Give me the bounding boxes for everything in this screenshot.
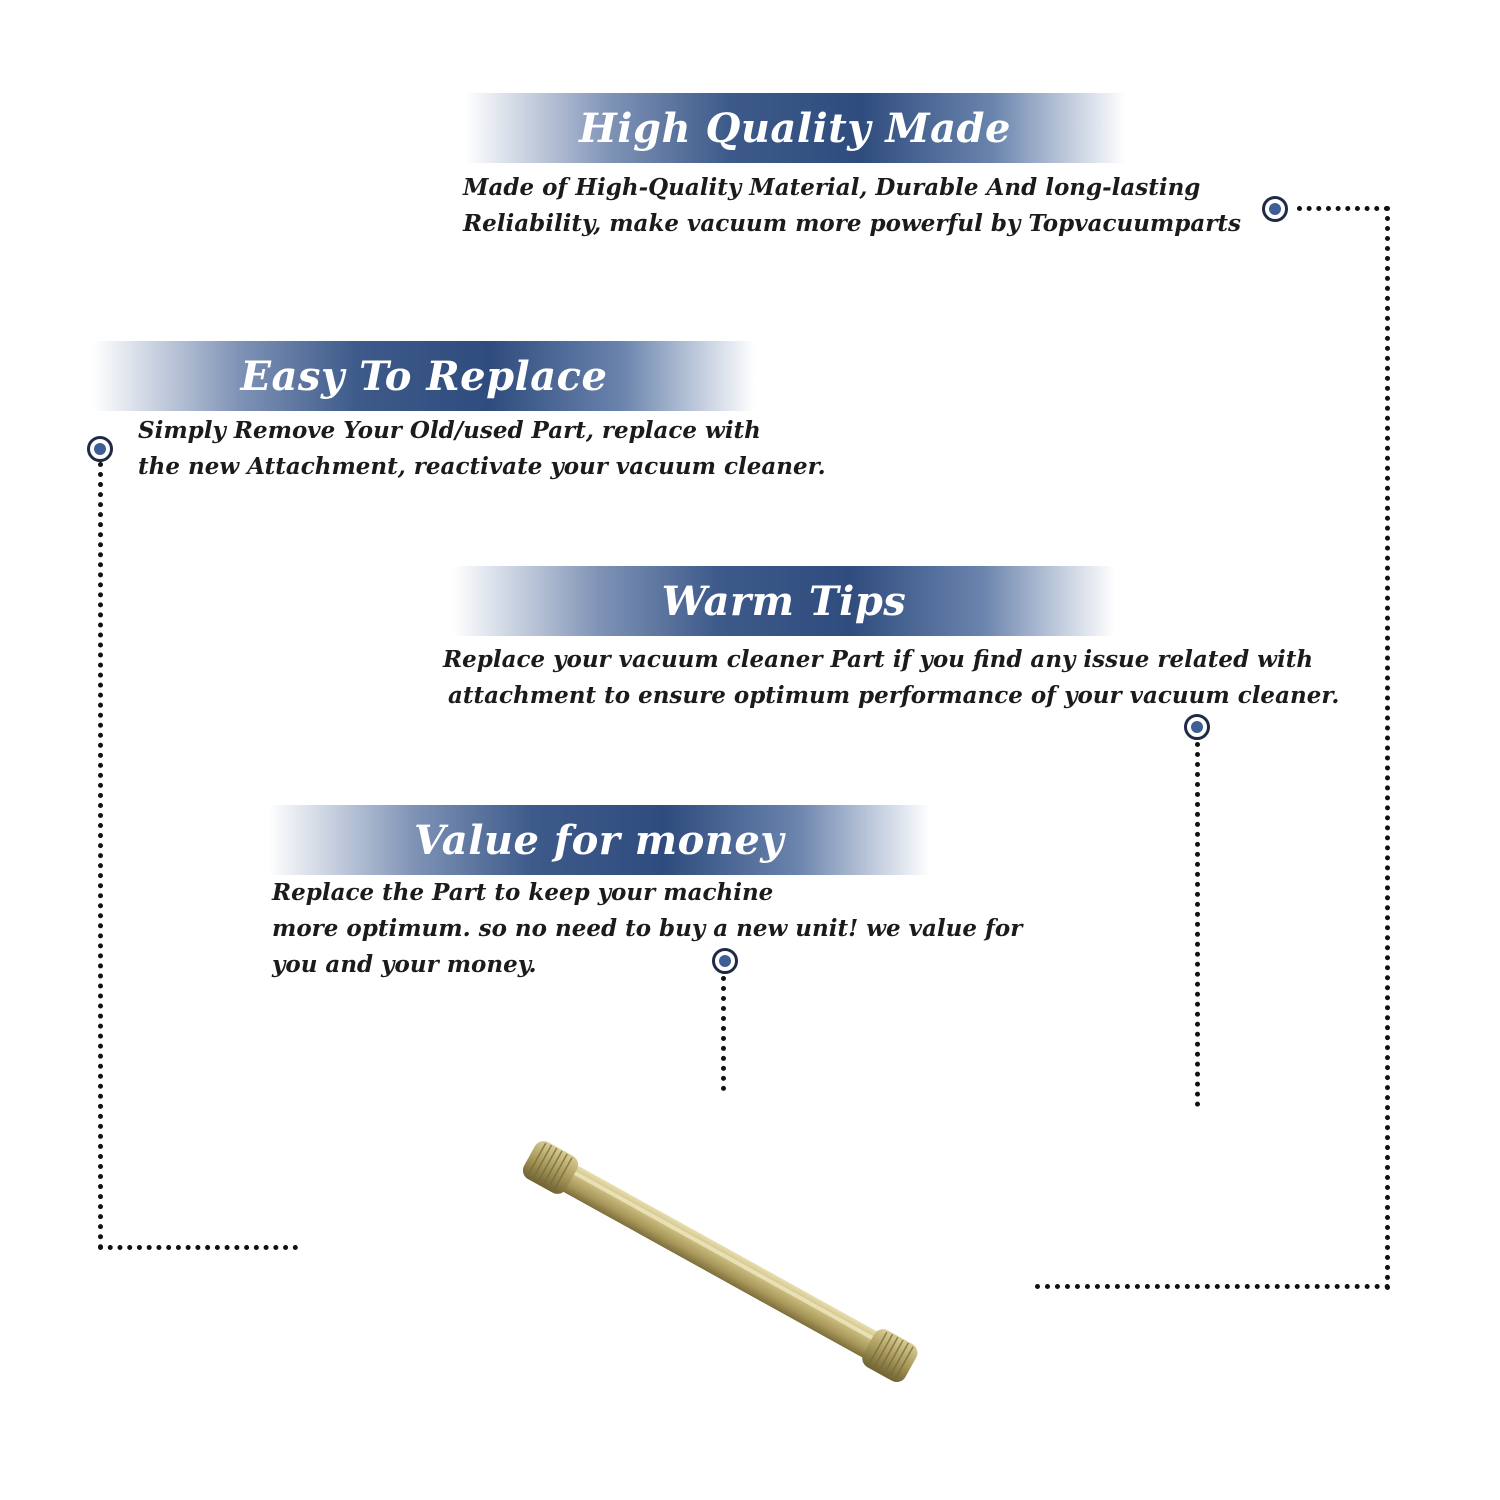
banner-value-for-money: Value for money: [268, 805, 930, 875]
description-line: Replace your vacuum cleaner Part if you …: [443, 646, 1314, 673]
target-dot-icon: [1184, 714, 1210, 740]
description-line: attachment to ensure optimum performance…: [448, 682, 1340, 709]
section-title: Warm Tips: [661, 577, 907, 625]
banner-warm-tips: Warm Tips: [453, 566, 1115, 636]
target-dot-icon: [712, 948, 738, 974]
section-title: Value for money: [413, 816, 785, 864]
target-dot-icon: [1262, 196, 1288, 222]
description-line: you and your money.: [272, 951, 537, 978]
connector-line: [1385, 206, 1390, 1291]
description-line: Made of High-Quality Material, Durable A…: [463, 174, 1201, 201]
section-description: Replace your vacuum cleaner Part if you …: [443, 642, 1339, 714]
section-title: High Quality Made: [579, 104, 1011, 152]
connector-line: [1035, 1284, 1390, 1289]
description-line: Simply Remove Your Old/used Part, replac…: [138, 417, 761, 444]
section-description: Made of High-Quality Material, Durable A…: [463, 170, 1241, 242]
banner-high-quality-made: High Quality Made: [465, 93, 1125, 163]
description-line: the new Attachment, reactivate your vacu…: [138, 453, 826, 480]
section-description: Replace the Part to keep your machine mo…: [272, 875, 1022, 983]
description-line: more optimum. so no need to buy a new un…: [272, 915, 1023, 942]
connector-line: [1195, 742, 1200, 1107]
banner-easy-to-replace: Easy To Replace: [93, 341, 755, 411]
section-title: Easy To Replace: [240, 352, 608, 400]
target-dot-icon: [87, 436, 113, 462]
description-line: Replace the Part to keep your machine: [272, 879, 774, 906]
connector-line: [721, 976, 726, 1091]
connector-line: [98, 1245, 298, 1250]
brass-pin-image: [522, 1141, 918, 1383]
description-line: Reliability, make vacuum more powerful b…: [463, 210, 1241, 237]
connector-line: [1297, 206, 1389, 211]
section-description: Simply Remove Your Old/used Part, replac…: [138, 413, 826, 485]
connector-line: [98, 462, 103, 1250]
